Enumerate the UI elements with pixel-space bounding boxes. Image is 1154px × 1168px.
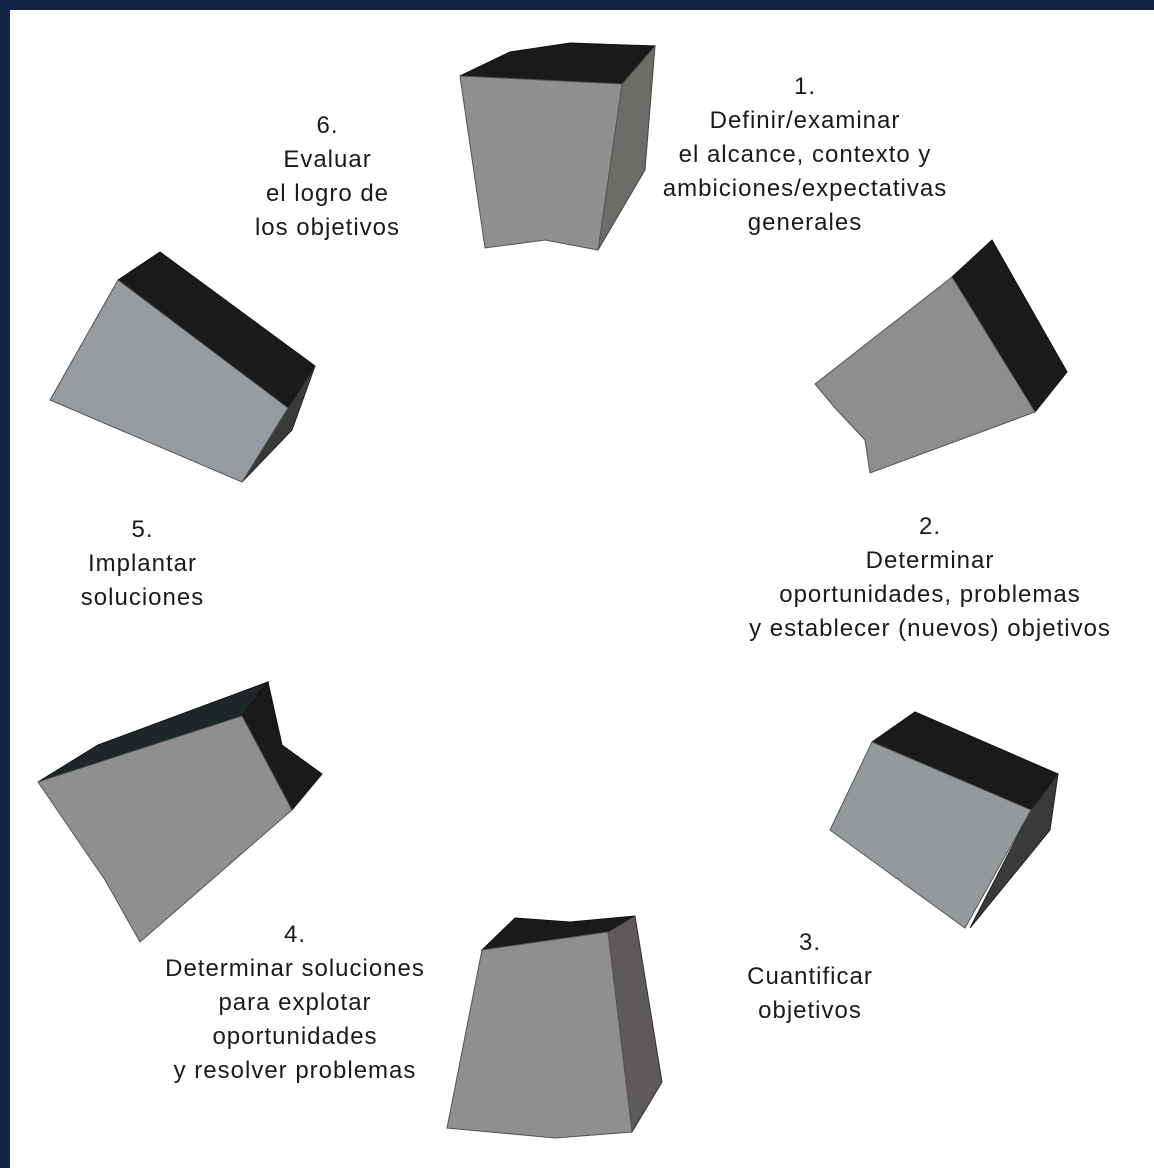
- step-2-number: 2.: [918, 513, 941, 540]
- block-right-upper: [814, 239, 1068, 474]
- step-2-line-1: Determinar: [865, 547, 995, 574]
- step-3-number: 3.: [798, 929, 821, 956]
- block-left-lower: [37, 680, 323, 943]
- step-6-line-3: los objetivos: [254, 214, 401, 241]
- step-6: 6. Evaluar el logro de los objetivos: [235, 109, 420, 245]
- step-3-line-1: Cuantificar: [747, 963, 873, 990]
- step-4-line-4: y resolver problemas: [173, 1057, 417, 1084]
- step-6-line-2: el logro de: [265, 180, 390, 207]
- step-5-line-2: soluciones: [80, 584, 205, 611]
- step-4-number: 4.: [283, 921, 306, 948]
- step-2: 2. Determinar oportunidades, problemas y…: [725, 510, 1135, 646]
- block-right-lower: [829, 711, 1059, 929]
- step-5-number: 5.: [131, 516, 154, 543]
- step-4-line-3: oportunidades: [212, 1023, 378, 1050]
- block-top: [459, 42, 657, 251]
- step-1-line-4: generales: [747, 209, 863, 236]
- step-1-line-1: Definir/examinar: [709, 107, 901, 134]
- step-1: 1. Definir/examinar el alcance, contexto…: [630, 70, 980, 240]
- step-1-line-3: ambiciones/expectativas: [662, 175, 948, 202]
- step-3-line-2: objetivos: [758, 997, 862, 1024]
- step-4: 4. Determinar soluciones para explotar o…: [135, 918, 455, 1088]
- step-4-line-2: para explotar: [218, 989, 372, 1016]
- step-5: 5. Implantar soluciones: [60, 513, 225, 615]
- step-6-line-1: Evaluar: [283, 146, 372, 173]
- step-2-line-2: oportunidades, problemas: [779, 581, 1081, 608]
- step-1-number: 1.: [793, 73, 816, 100]
- step-2-line-3: y establecer (nuevos) objetivos: [749, 615, 1111, 642]
- step-3: 3. Cuantificar objetivos: [725, 926, 895, 1028]
- cycle-blocks: [37, 42, 1068, 1139]
- step-4-line-1: Determinar soluciones: [165, 955, 425, 982]
- step-1-line-2: el alcance, contexto y: [678, 141, 932, 168]
- cycle-diagram: 1. Definir/examinar el alcance, contexto…: [10, 10, 1154, 1168]
- block-bottom: [446, 915, 663, 1139]
- block-left-upper: [49, 251, 316, 483]
- step-5-line-1: Implantar: [87, 550, 198, 577]
- step-6-number: 6.: [316, 112, 339, 139]
